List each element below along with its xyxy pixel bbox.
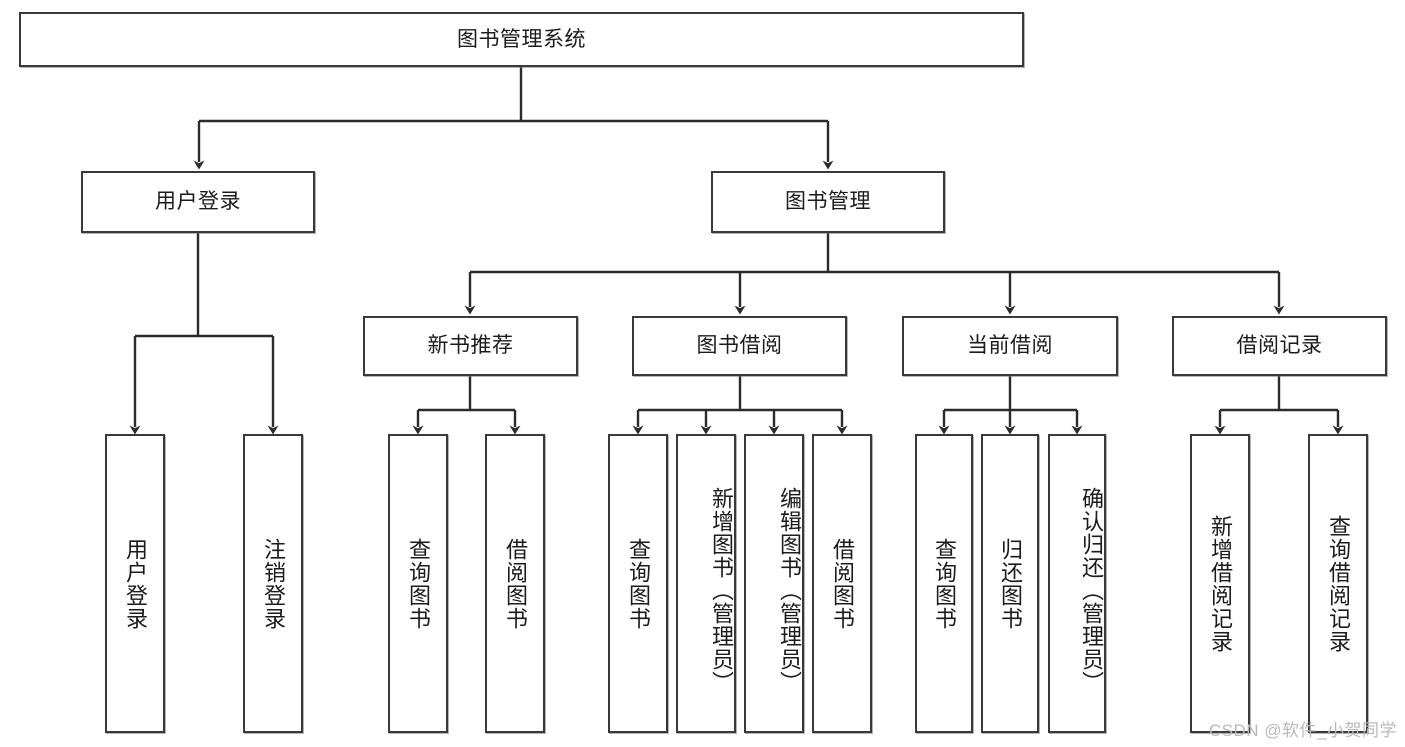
node-leaf-query-record-label: 查询借阅记录 bbox=[1325, 514, 1351, 653]
node-leaf-query-book-1[interactable]: 查询图书 bbox=[388, 434, 448, 733]
node-leaf-return-book[interactable]: 归还图书 bbox=[981, 434, 1039, 733]
node-borrow-record-label: 借阅记录 bbox=[1236, 334, 1323, 358]
node-leaf-query-book-2-label: 查询图书 bbox=[625, 537, 651, 630]
node-current-borrow-label: 当前借阅 bbox=[967, 334, 1053, 358]
node-current-borrow[interactable]: 当前借阅 bbox=[902, 316, 1118, 376]
node-leaf-add-book[interactable]: 新增图书（管理员） bbox=[676, 434, 736, 733]
node-leaf-confirm-return-label: 确认归还（管理员） bbox=[1079, 487, 1104, 694]
node-leaf-logout-login[interactable]: 注销登录 bbox=[243, 434, 303, 733]
node-leaf-add-record[interactable]: 新增借阅记录 bbox=[1190, 434, 1250, 733]
node-user-login-label: 用户登录 bbox=[155, 190, 241, 214]
node-leaf-return-book-label: 归还图书 bbox=[997, 537, 1023, 630]
node-root-label: 图书管理系统 bbox=[457, 27, 586, 51]
node-leaf-query-book-3[interactable]: 查询图书 bbox=[915, 434, 973, 733]
node-leaf-edit-book[interactable]: 编辑图书（管理员） bbox=[744, 434, 804, 733]
watermark: CSDN @软件_小贺同学 bbox=[1208, 721, 1397, 740]
node-leaf-borrow-book-2[interactable]: 借阅图书 bbox=[812, 434, 872, 733]
node-leaf-edit-book-label: 编辑图书（管理员） bbox=[777, 487, 802, 694]
node-new-book-rec[interactable]: 新书推荐 bbox=[363, 316, 578, 376]
node-new-book-rec-label: 新书推荐 bbox=[427, 334, 514, 358]
node-leaf-query-book-3-label: 查询图书 bbox=[931, 537, 957, 630]
node-leaf-borrow-book-1[interactable]: 借阅图书 bbox=[485, 434, 545, 733]
node-leaf-user-login[interactable]: 用户登录 bbox=[105, 434, 165, 733]
node-leaf-add-record-label: 新增借阅记录 bbox=[1207, 514, 1233, 653]
node-user-login[interactable]: 用户登录 bbox=[81, 171, 315, 233]
node-leaf-query-book-1-label: 查询图书 bbox=[405, 537, 431, 630]
node-leaf-user-login-label: 用户登录 bbox=[122, 537, 148, 630]
node-leaf-borrow-book-2-label: 借阅图书 bbox=[829, 537, 855, 630]
node-book-manage[interactable]: 图书管理 bbox=[711, 171, 945, 233]
node-leaf-query-record[interactable]: 查询借阅记录 bbox=[1308, 434, 1368, 733]
node-leaf-add-book-label: 新增图书（管理员） bbox=[709, 487, 734, 694]
node-root[interactable]: 图书管理系统 bbox=[19, 12, 1024, 67]
node-book-manage-label: 图书管理 bbox=[785, 190, 871, 214]
node-book-borrow-label: 图书借阅 bbox=[696, 334, 783, 358]
node-borrow-record[interactable]: 借阅记录 bbox=[1172, 316, 1387, 376]
node-book-borrow[interactable]: 图书借阅 bbox=[632, 316, 847, 376]
node-leaf-borrow-book-1-label: 借阅图书 bbox=[502, 537, 528, 630]
node-leaf-logout-login-label: 注销登录 bbox=[260, 537, 286, 630]
node-leaf-query-book-2[interactable]: 查询图书 bbox=[608, 434, 668, 733]
node-leaf-confirm-return[interactable]: 确认归还（管理员） bbox=[1048, 434, 1106, 733]
